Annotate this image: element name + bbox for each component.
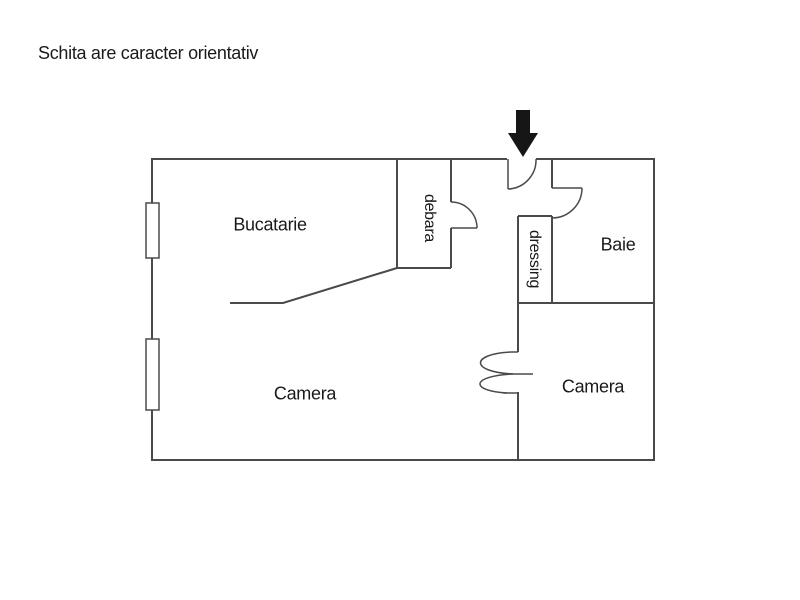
room-label-camera-right: Camera	[561, 376, 625, 397]
debara-door-arc	[450, 201, 478, 229]
baie-door-arc	[551, 187, 583, 219]
room-label-bucatarie: Bucatarie	[233, 214, 307, 235]
room-label-baie: Baie	[600, 234, 636, 255]
interior-walls	[230, 159, 654, 460]
entrance-door-arc	[507, 158, 537, 190]
room-label-dressing: dressing	[526, 229, 543, 289]
room-label-debara: debara	[421, 193, 438, 243]
outer-walls	[151, 158, 655, 461]
camera-swing-door	[479, 351, 533, 394]
window-icon	[145, 338, 160, 411]
disclaimer-text: Schita are caracter orientativ	[38, 43, 259, 63]
window-icon	[145, 202, 160, 259]
entrance-arrow-icon	[508, 110, 538, 157]
room-label-camera-left: Camera	[273, 383, 337, 404]
